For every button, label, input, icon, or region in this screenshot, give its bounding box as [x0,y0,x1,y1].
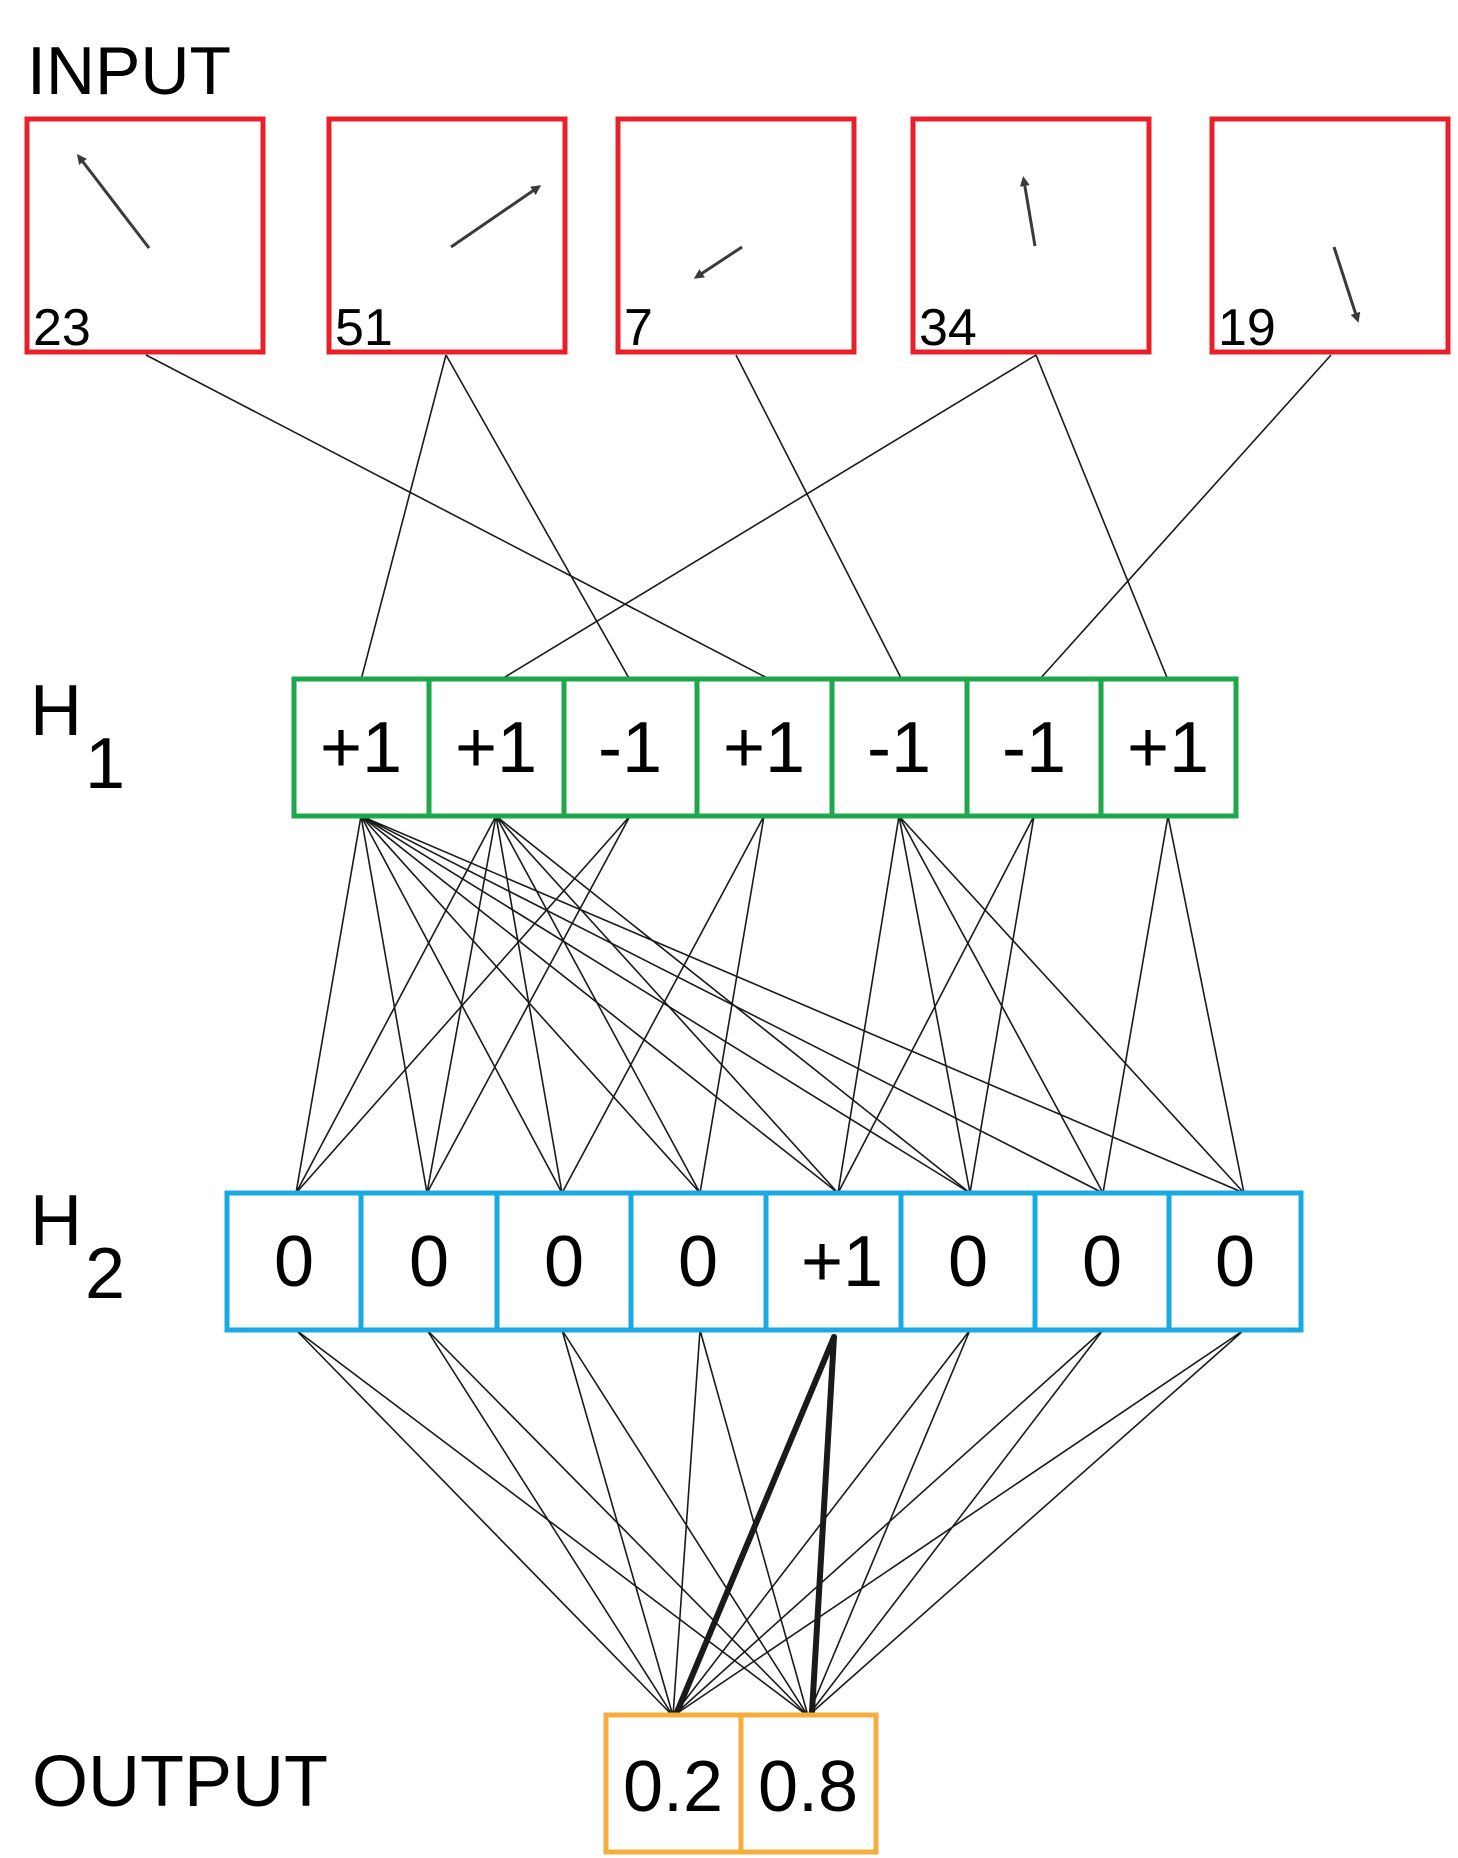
h2-node-value: 0 [544,1222,584,1302]
edge [445,354,631,681]
arrow-down-left-icon [693,245,743,279]
edge [1102,815,1169,1194]
input-layer-label: INPUT [27,33,231,109]
edge [561,1329,674,1717]
input-node: 51 [326,116,568,357]
h2-node-value: 0 [274,1222,314,1302]
input-node: 34 [910,116,1152,357]
input-layer: 23 51 7 34 19 [24,116,1451,357]
h2-label-main: H [30,1181,82,1261]
h1-node-value: -1 [1002,708,1066,788]
h2-node-value: 0 [1215,1222,1255,1302]
edge [672,1329,701,1717]
connection-edges [145,354,1332,1717]
edge [898,815,1104,1194]
edge [295,1329,674,1717]
h1-node-value: +1 [455,708,537,788]
edge [837,815,1035,1194]
input-node-number: 19 [1218,299,1276,357]
edge [672,1329,971,1717]
h1-node-value: +1 [1127,708,1209,788]
output-node-value: 0.2 [623,1747,723,1827]
bold-edge [674,1334,837,1715]
edge [898,815,1245,1194]
h1-layer-label: H [30,671,82,751]
input-node-number: 34 [919,299,977,357]
edge [1035,354,1169,681]
edge [360,815,428,1194]
input-node-number: 7 [624,299,653,357]
edge [898,815,971,1194]
edge [360,815,1245,1194]
h1-node-value: -1 [867,708,931,788]
edge [499,354,1037,681]
input-node: 23 [24,116,266,357]
edge [699,815,765,1194]
edge [360,815,839,1194]
input-node-number: 23 [33,299,91,357]
edge [495,815,839,1194]
arrow-down-icon [1332,246,1361,323]
edge [145,354,772,681]
edge [360,354,447,681]
edge [561,815,765,1194]
edge [969,815,1035,1194]
edge [495,815,701,1194]
edge [735,354,903,681]
h2-node-value: 0 [1082,1222,1122,1302]
edge [295,815,497,1194]
h1-node-value: +1 [320,708,402,788]
output-layer: 0.2 0.8 [603,1712,879,1855]
edge [672,1329,1104,1717]
h2-layer-label: H [30,1181,82,1261]
edge [807,1329,1104,1717]
input-node-number: 51 [335,299,393,357]
input-node: 7 [615,116,857,357]
edge [1038,354,1332,681]
edge [672,1329,1245,1717]
h2-node-value: 0 [948,1222,988,1302]
h2-node-value: 0 [409,1222,449,1302]
arrow-up-icon [1019,176,1037,247]
arrow-up-left-icon [76,154,151,249]
output-layer-label: OUTPUT [32,1742,328,1822]
edge [426,1329,674,1717]
h1-label-main: H [30,671,82,751]
h1-node-value: -1 [598,708,662,788]
edge [837,815,900,1194]
h1-layer-subscript: 1 [85,724,125,804]
h1-node-value: +1 [723,708,805,788]
edge [807,1329,1245,1717]
edge [561,1329,809,1717]
output-node-value: 0.8 [758,1747,858,1827]
edge [1167,815,1245,1194]
h2-node-value: 0 [678,1222,718,1302]
edge [295,815,362,1194]
h1-outer-border [291,676,1239,819]
edge [426,815,497,1194]
edge [295,1329,809,1717]
h2-node-value: +1 [801,1222,883,1302]
h2-layer-subscript: 2 [85,1234,125,1314]
arrow-up-right-icon [450,185,542,249]
hidden-layer-2: 0 0 0 0 +1 0 0 0 [224,1190,1304,1333]
input-node: 19 [1209,116,1451,357]
edge [426,815,631,1194]
edge [360,815,701,1194]
hidden-layer-1: +1 +1 -1 +1 -1 -1 +1 [291,676,1239,819]
edge [360,815,971,1194]
edge [295,815,631,1194]
bold-edge [809,1334,837,1715]
